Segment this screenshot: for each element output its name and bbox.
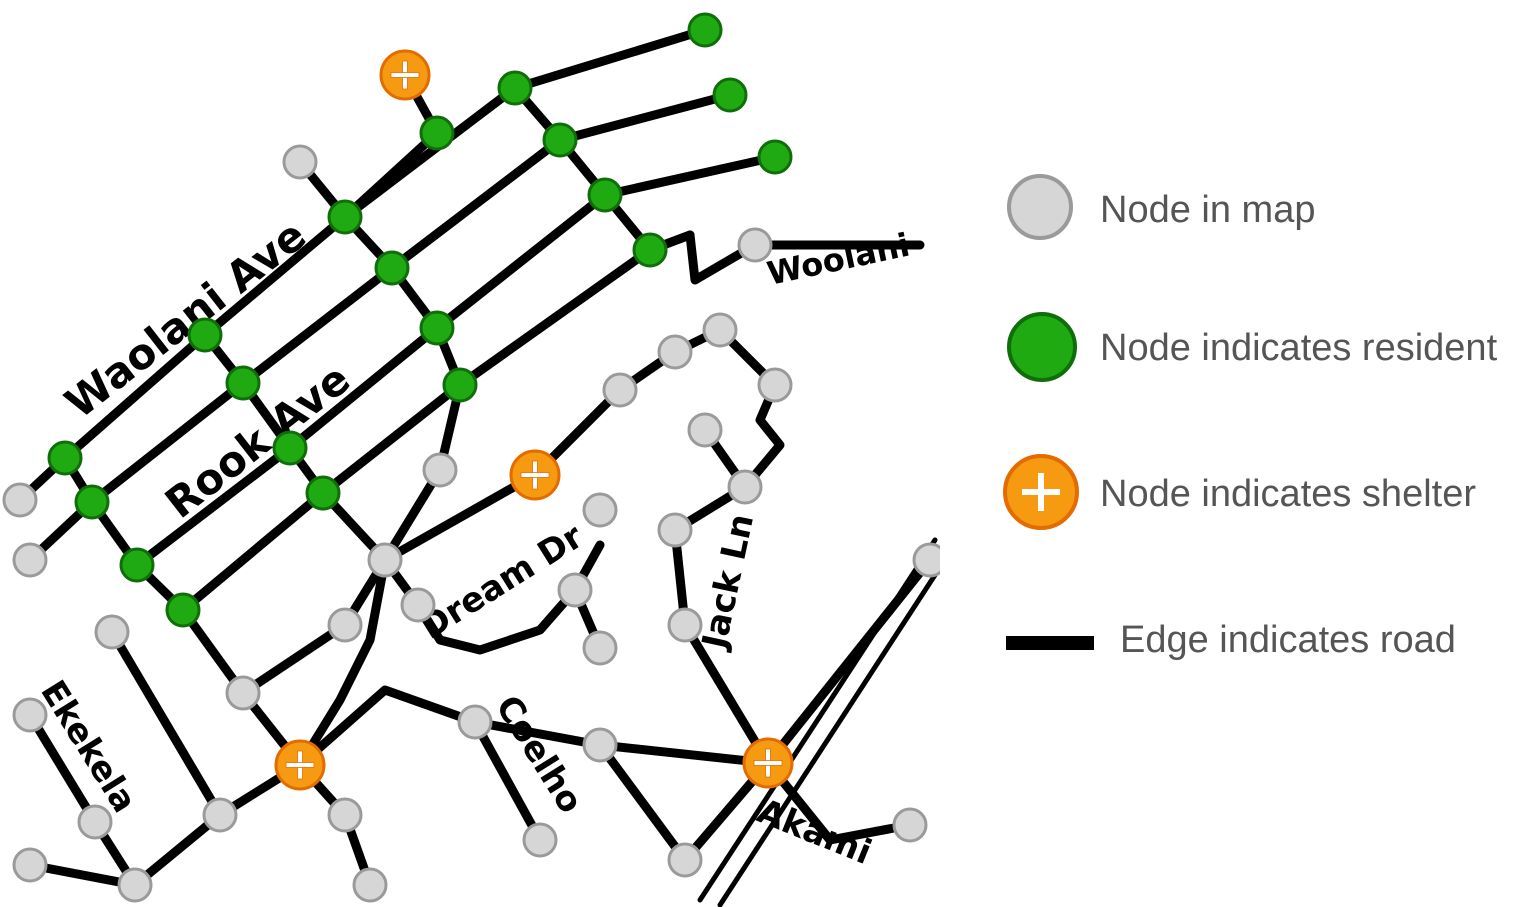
map-node [282,144,318,180]
road-woolani-connector [685,230,925,285]
resident-swatch-icon [1000,308,1090,388]
street-label-akami: Akami [752,791,877,873]
road-swatch-icon [1000,600,1094,680]
resident-node [374,250,410,286]
map-node [2,482,38,518]
resident-node [165,592,201,628]
map-node [12,847,48,883]
road-waolani-ave [15,25,710,505]
resident-node [74,484,110,520]
resident-node [587,177,623,213]
resident-node [187,317,223,353]
street-label-jack-ln: Jack Ln [694,510,762,653]
map-node [422,452,458,488]
map-node [602,372,638,408]
map-node [667,607,703,643]
resident-node [327,199,363,235]
legend-item-node: Node in map [1000,170,1315,250]
map-node [522,822,558,858]
road-double-line-2 [717,572,938,907]
resident-node [442,367,478,403]
legend-item-shelter: Node indicates shelter [1000,454,1476,534]
map-node [12,697,48,733]
map-node [400,587,436,623]
legend-label-shelter: Node indicates shelter [1100,472,1476,515]
resident-node [687,12,723,48]
resident-node [305,475,341,511]
map-node [327,607,363,643]
street-label-coelho: Coelho [487,689,590,821]
shelter-node [509,449,561,501]
resident-node [419,115,455,151]
map-node [892,807,928,843]
road-cross-3 [510,83,655,255]
map-node [94,614,130,650]
legend-item-resident: Node indicates resident [1000,308,1497,388]
map-node [367,542,403,578]
resident-node [419,310,455,346]
map-node [657,334,693,370]
resident-node [119,547,155,583]
resident-node [542,122,578,158]
map-nodes [2,144,940,903]
map-node [457,704,493,740]
road-west-1 [107,627,225,820]
resident-node [225,365,261,401]
map-node [727,469,763,505]
map-node [117,867,153,903]
resident-node [712,77,748,113]
resident-node [757,139,793,175]
legend-label-resident: Node indicates resident [1100,326,1498,369]
map-node [582,630,618,666]
street-label-woolani: Woolani [764,226,913,293]
resident-node [47,440,83,476]
road-network [15,25,938,907]
map-node [657,512,693,548]
resident-node [632,232,668,268]
resident-nodes [47,12,793,628]
shelter-node [274,739,326,791]
shelter-node [742,737,794,789]
map-node [77,804,113,840]
legend-label-node: Node in map [1100,188,1316,231]
resident-node [497,70,533,106]
road-jack-ln [670,325,915,845]
legend-item-road: Edge indicates road [1000,600,1456,680]
map-node [912,542,940,578]
node-swatch-icon [1000,170,1090,250]
resident-node [272,430,308,466]
legend-label-road: Edge indicates road [1120,618,1456,661]
map-node [687,412,723,448]
map-node [667,842,703,878]
map-node [557,572,593,608]
shelter-node [379,49,431,101]
road-curve-south [295,555,390,770]
map-node [737,227,773,263]
map-node [202,797,238,833]
map-node [702,312,738,348]
road-double-line [697,537,938,903]
shelter-swatch-icon [1000,454,1090,534]
map-canvas: Waolani Ave Rook Ave Woolani Dream Dr Ja… [2,12,940,907]
map-node [225,675,261,711]
map-node [582,727,618,763]
map-node [582,492,618,528]
map-node [12,542,48,578]
map-node [327,797,363,833]
map-node [352,867,388,903]
map-node [757,367,793,403]
shelter-nodes [274,49,794,791]
